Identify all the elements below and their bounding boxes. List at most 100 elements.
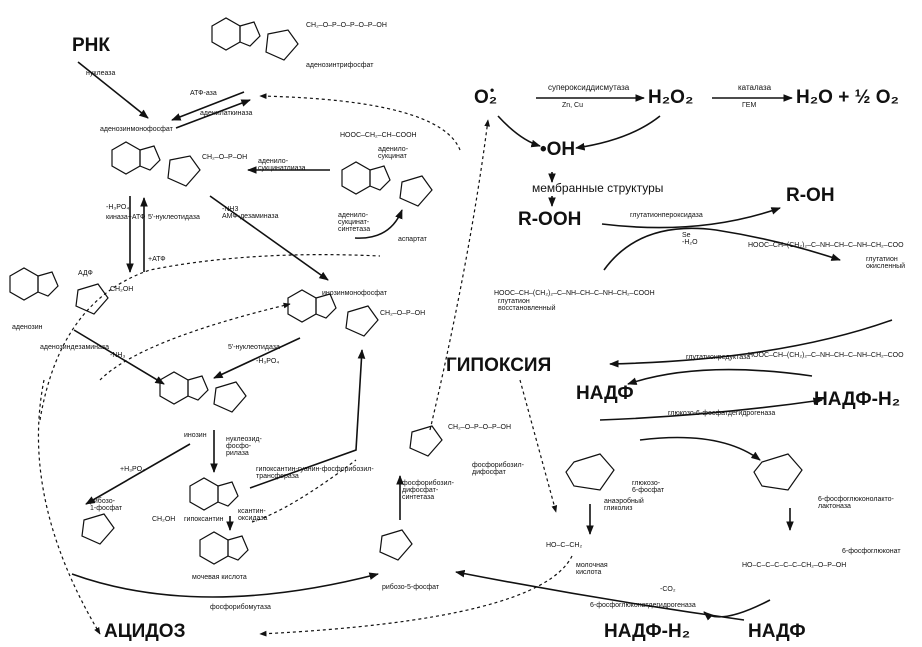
membrane-structures-label: мембранные структуры	[532, 181, 664, 195]
atp-name: аденозинтрифосфат	[306, 62, 374, 69]
nucleotidase-top-label: 5'-нуклеотидаза	[148, 214, 200, 221]
adp-ch2oh: CH₂OH	[110, 286, 134, 293]
phosphogluconate-name: 6-фосфоглюконат	[842, 548, 901, 555]
adenosine-deaminase-enzyme: аденозиндезаминаза	[40, 344, 109, 351]
kinase-atp-label: киназа+АТФ	[106, 214, 146, 221]
hgprt-enzyme: гипоксантин-гуанин-фосфорибозил- трансфе…	[256, 466, 374, 480]
atp-to-amp-arrow	[171, 91, 245, 121]
h2o2-to-oh-arrow	[575, 115, 661, 151]
adenosine-to-acidosis-dotted	[37, 379, 101, 635]
imp-to-inosine-arrow	[213, 337, 301, 379]
adenosine-deaminase-arrow	[73, 329, 165, 385]
gpx-arrow	[601, 207, 781, 229]
gsh-formula: HOOC–CH–(CH₂)₂–C–NH–CH–C–NH–CH₂–COOH	[494, 290, 655, 297]
amp-deaminase-enzyme: -NH3 АМФ-дезаминаза	[222, 206, 279, 220]
ribose1p-ch2oh: CH₂OH	[152, 516, 176, 523]
amp-deaminase-arrow	[209, 195, 329, 281]
lactone-ring	[753, 453, 803, 491]
phosphoribomutase-arrow	[71, 572, 379, 598]
imp-name: инозинмонофосфат	[322, 290, 387, 297]
atpase-enzyme: АТФ-аза	[190, 90, 217, 97]
prpp-synthetase-enzyme: фосфорибозил- дифосфат- синтетаза	[402, 480, 454, 501]
adenylosuccinate-synthetase-enzyme: аденило- сукцинат- синтетаза	[338, 212, 371, 233]
hgprt-arrow	[249, 349, 366, 489]
gr-enzyme: глутатионредуктаза	[686, 354, 751, 361]
lactate-to-acidosis-dotted	[259, 555, 573, 637]
gpx-cofactor: Se -H₂O	[682, 232, 698, 246]
adp-dotted-loop	[39, 254, 381, 421]
g6p-name: глюкозо- 6-фосфат	[632, 480, 665, 494]
co2-label: -CO₂	[660, 586, 676, 593]
rna-to-amp-arrow	[77, 61, 149, 119]
adp-label: АДФ	[78, 270, 93, 277]
hydroxyl-radical-label: •OH	[540, 139, 576, 160]
uric-acid-name: мочевая кислота	[192, 574, 247, 581]
lactate-formula: HO–C–CH₂	[546, 542, 583, 549]
adenylatkinase-enzyme: аденилаткиназа	[200, 110, 253, 117]
anaerobic-glycolysis-label: анаэробный гликолиз	[604, 498, 644, 512]
sod-enzyme: супероксиддисмутаза	[548, 83, 630, 92]
g6pd-nadp-arrow	[599, 397, 823, 421]
prpp-ring	[409, 425, 443, 457]
imp-formula: CH₂–O–P–OH	[380, 310, 426, 317]
xanthine-dotted	[251, 459, 357, 523]
catalase-cofactor: ГЕМ	[742, 102, 757, 109]
ribose1p-ring	[81, 513, 115, 545]
adenylosuccinate-top: HOOC–CH₂–CH–COOH	[340, 132, 417, 139]
adenylosuccinate-name: аденило- сукцинат	[378, 146, 409, 160]
atp-plus-label: +АТФ	[148, 256, 166, 263]
ribose1p-name: рибозо- 1-фосфат	[90, 498, 123, 512]
nucleotidase-mid-label: 5'-нуклеотидаза	[228, 344, 280, 351]
acidosis-label: АЦИДОЗ	[104, 621, 186, 642]
adenosine-name: аденозин	[12, 324, 43, 331]
hypoxia-to-glycolysis-dotted	[519, 379, 558, 513]
lipid-peroxide-label: R-OOH	[518, 209, 582, 230]
ribose5p-name: рибозо-5-фосфат	[382, 584, 440, 591]
nh3-minus-label: -NH₃	[110, 352, 126, 359]
xanthine-oxidase-enzyme: ксантин- оксидаза	[238, 508, 268, 522]
pgd-enzyme: 6-фосфоглюконатдегидрогеназа	[590, 602, 696, 609]
g6p-ring	[565, 453, 615, 491]
ribose5p-ring	[379, 529, 413, 561]
gssg-name: глутатион окисленный	[866, 256, 906, 270]
nuclease-enzyme: нуклеаза	[86, 70, 116, 77]
uric-acid-ring	[199, 531, 249, 565]
adenosine-to-imp-dotted	[99, 302, 291, 381]
inosine-name: инозин	[184, 432, 207, 439]
prpp-name: фосфорибозил- дифосфат	[472, 462, 524, 476]
gsh-name: глутатион восстановленный	[498, 298, 556, 312]
atp-formula: CH₂–O–P–O–P–O–P–OH	[306, 22, 387, 29]
adenylosuccinate-lyase-enzyme: аденило- сукцинатлиаза	[258, 158, 306, 172]
lactone-name: 6-фосфоглюконолакто- лактоназа	[818, 496, 894, 510]
lactate-name: молочная кислота	[576, 562, 608, 576]
inosine-ring	[159, 371, 247, 413]
inosine-to-ribose1p-arrow	[85, 443, 191, 505]
phosphoribomutase-enzyme: фосфорибомутаза	[210, 604, 271, 611]
superoxide-radical-dot: •	[490, 83, 495, 97]
g6p-to-lactone-arrow	[639, 436, 761, 461]
phosphogluconate-formula: HO–C–C–C–C–C–CH₂–O–P–OH	[742, 562, 847, 569]
hypoxanthine-ring	[189, 477, 239, 511]
ribose5p-from-pgd-arrow	[455, 569, 745, 621]
rna-label: РНК	[72, 35, 110, 56]
alcohol-label: R-OH	[786, 185, 835, 206]
gssg-formula-bottom: HOOC–CH–(CH₂)₂–C–NH–CH–C–NH–CH₂–COO	[748, 352, 904, 359]
imp-ring	[287, 289, 379, 337]
gssg-formula-top: HOOC–CH–(CH₂)₂–C–NH–CH–C–NH–CH₂–COO	[748, 242, 904, 249]
amp-to-atp-arrow	[175, 99, 251, 129]
nadp-label-2: НАДФ	[748, 621, 806, 642]
aspartate-label: аспартат	[398, 236, 427, 243]
gr-arrow	[609, 319, 893, 368]
hypoxia-label: ГИПОКСИЯ	[446, 355, 552, 376]
amp-purine-ring	[111, 141, 201, 187]
nadp-label-1: НАДФ	[576, 383, 634, 404]
pgd-nadp-arrow	[703, 599, 771, 621]
atp-purine-ring	[211, 17, 299, 61]
h3po4-plus-left: +H₃PO₄	[120, 466, 145, 473]
nadph-label-1: НАДФ-H₂	[814, 389, 901, 410]
hypoxia-to-o2-dotted	[429, 119, 491, 431]
o2-to-atp-dotted	[259, 93, 461, 151]
sod-cofactors: Zn, Cu	[562, 102, 584, 109]
